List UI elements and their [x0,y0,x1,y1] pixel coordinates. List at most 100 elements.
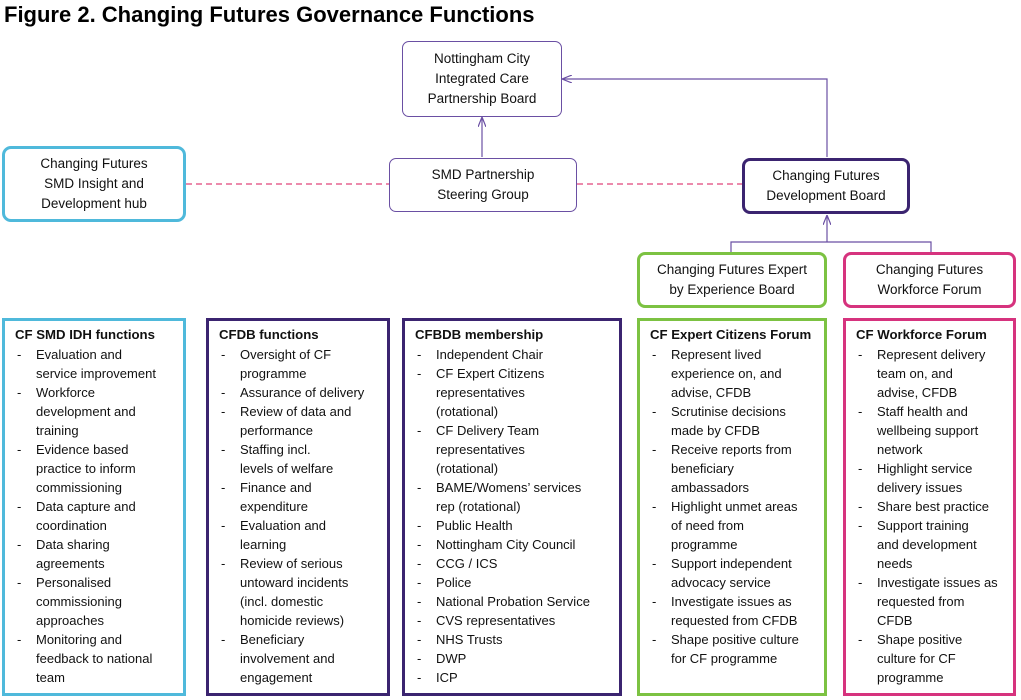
bullet-text: requested from [877,594,965,609]
panel-heading: CF SMD IDH functions [15,327,155,342]
bullet-text: service improvement [36,366,156,381]
icp-board-node: Nottingham City Integrated Care Partners… [402,41,562,117]
bullet-dash: - [417,366,422,381]
node-line: Integrated Care [435,71,529,86]
bullet-text: Monitoring and [36,632,122,647]
bullet-text: Staffing incl. [240,442,311,457]
bullet-text: Share best practice [877,499,990,514]
bullet-text: practice to inform [36,461,136,476]
bullet-dash: - [221,404,226,419]
bullet-text: representatives [436,385,525,400]
bullet-text: culture for CF [877,651,956,666]
bullet-text: Staff health and [877,404,968,419]
development-board-node: Changing Futures Development Board [742,158,910,214]
node-line: Changing Futures [772,168,880,183]
bullet-text: Independent Chair [436,347,543,362]
bullet-text: advise, CFDB [877,385,958,400]
bullet-text: Review of serious [240,556,343,571]
node-line: Changing Futures [875,262,984,277]
bullet-text: BAME/Womens’ services [436,480,582,495]
bullet-dash: - [417,651,422,666]
bullet-dash: - [858,518,863,533]
bullet-text: (incl. domestic [240,594,324,609]
bullet-text: Investigate issues as [877,575,998,590]
bullet-text: experience on, and [671,366,782,381]
bullet-dash: - [417,594,422,609]
bullet-text: CF Delivery Team [436,423,540,438]
bullet-dash: - [221,347,226,362]
bullet-text: advise, CFDB [671,385,752,400]
bullet-item: -Evaluation and service improvement [15,345,175,383]
bullet-text: untoward incidents [240,575,349,590]
bullet-dash: - [417,632,422,647]
link-devboard-to-icp [563,79,828,157]
bullet-text: advocacy service [671,575,771,590]
bullet-text: Review of data and [240,404,352,419]
bullet-dash: - [417,480,422,495]
bullet-text: representatives [436,442,525,457]
bullet-dash: - [221,480,226,495]
bullet-text: Highlight service [877,461,973,476]
bullet-dash: - [858,404,863,419]
node-line: Changing Futures [40,156,148,171]
bullet-text: Assurance of delivery [240,385,365,400]
bullet-dash: - [221,518,226,533]
bullet-text: Evaluation and [36,347,123,362]
bullet-dash: - [652,499,657,514]
bullet-text: Workforce [36,385,95,400]
bullet-dash: - [417,537,422,552]
bullet-text: CF Expert Citizens [436,366,545,381]
bullet-dash: - [17,347,22,362]
bullet-dash: - [417,670,422,685]
bullet-dash: - [417,556,422,571]
bullet-text: programme [877,670,944,685]
bullet-dash: - [17,442,22,457]
bullet-dash: - [417,518,422,533]
bullet-text: CVS representatives [436,613,556,628]
bullet-text: agreements [36,556,105,571]
bullet-text: team on, and [877,366,953,381]
bullet-text: Evidence based [36,442,129,457]
panel-heading: CFBDB membership [415,327,544,342]
bullet-text: CCG / ICS [436,556,498,571]
node-line: Steering Group [437,187,529,202]
bullet-text: performance [240,423,313,438]
bullet-item: -Public Health [415,516,611,535]
bullet-dash: - [652,404,657,419]
bullet-dash: - [17,632,22,647]
bullet-text: Highlight unmet areas [671,499,798,514]
bullet-text: network [877,442,923,457]
bullet-item: -Assurance of delivery [219,383,379,402]
link-subboards-to-devboard [730,241,932,252]
node-line: SMD Insight and [44,176,144,191]
bullet-text: needs [877,556,913,571]
bullet-text: ambassadors [671,480,750,495]
bullet-text: commissioning [36,480,122,495]
bullet-dash: - [221,442,226,457]
bullet-text: levels of welfare [240,461,334,476]
bullet-item: -CVS representatives [415,611,611,630]
bullet-text: Public Health [436,518,513,533]
bullet-item: -NHS Trusts [415,630,611,649]
bullet-text: beneficiary [671,461,734,476]
panel-cfbdb-membership: CFBDB membership -Independent Chair-CF E… [402,318,622,696]
bullet-text: Oversight of CF [240,347,332,362]
bullet-dash: - [858,575,863,590]
bullet-text: programme [671,537,738,552]
bullet-text: Beneficiary [240,632,305,647]
bullet-text: and development [877,537,977,552]
